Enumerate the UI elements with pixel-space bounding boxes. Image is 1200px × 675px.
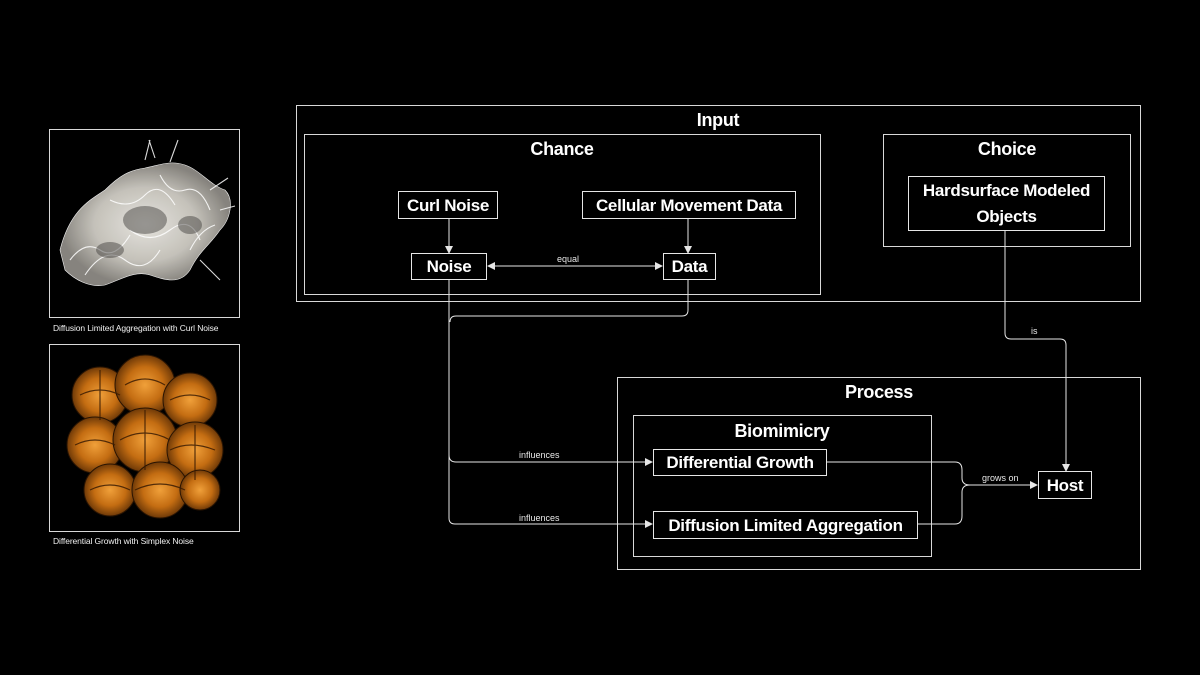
chance-group: [304, 134, 821, 295]
differential-growth-image: [49, 344, 240, 532]
node-data: Data: [663, 253, 716, 280]
input-group: [296, 105, 1141, 302]
node-curl-noise: Curl Noise: [398, 191, 498, 219]
edge-label-influences-1: influences: [518, 450, 561, 460]
biomimicry-group-title: Biomimicry: [734, 421, 830, 441]
choice-group-title: Choice: [977, 139, 1037, 159]
edge-data-to-noise-bus: [449, 280, 689, 323]
process-group: [617, 377, 1141, 570]
edge-label-influences-2: influences: [518, 513, 561, 523]
node-cellular-movement-data: Cellular Movement Data: [582, 191, 796, 219]
dla-render-illustration: [59, 139, 236, 286]
edge-influences-differential-growth: [448, 454, 653, 466]
chance-group-title: Chance: [530, 139, 594, 159]
node-noise: Noise: [411, 253, 487, 280]
differential-growth-render-illustration: [66, 354, 224, 519]
thumbnail-caption-2: Differential Growth with Simplex Noise: [53, 536, 194, 546]
edge-label-equal: equal: [556, 254, 581, 264]
node-hardsurface-line1: Hardsurface Modeled: [922, 180, 1091, 200]
edge-label-is: is: [1030, 326, 1039, 336]
edge-dla-to-host: [917, 484, 971, 525]
node-hardsurface-modeled-objects: Hardsurface Modeled Objects: [908, 176, 1105, 231]
choice-group: [883, 134, 1131, 247]
node-host: Host: [1038, 471, 1092, 499]
edge-label-grows-on: grows on: [981, 473, 1020, 483]
node-diffusion-limited-aggregation: Diffusion Limited Aggregation: [653, 511, 918, 539]
edge-differential-growth-to-host: [827, 461, 1038, 489]
biomimicry-group: [633, 415, 932, 557]
dla-curl-noise-image: [49, 129, 240, 318]
edge-hardsurface-is-host: [1004, 231, 1070, 472]
node-differential-growth: Differential Growth: [653, 449, 827, 476]
node-hardsurface-line2: Objects: [976, 206, 1037, 226]
thumbnail-caption-1: Diffusion Limited Aggregation with Curl …: [53, 323, 219, 333]
input-group-title: Input: [696, 110, 740, 130]
edge-noise-bus: [448, 280, 456, 525]
process-group-title: Process: [845, 382, 913, 402]
